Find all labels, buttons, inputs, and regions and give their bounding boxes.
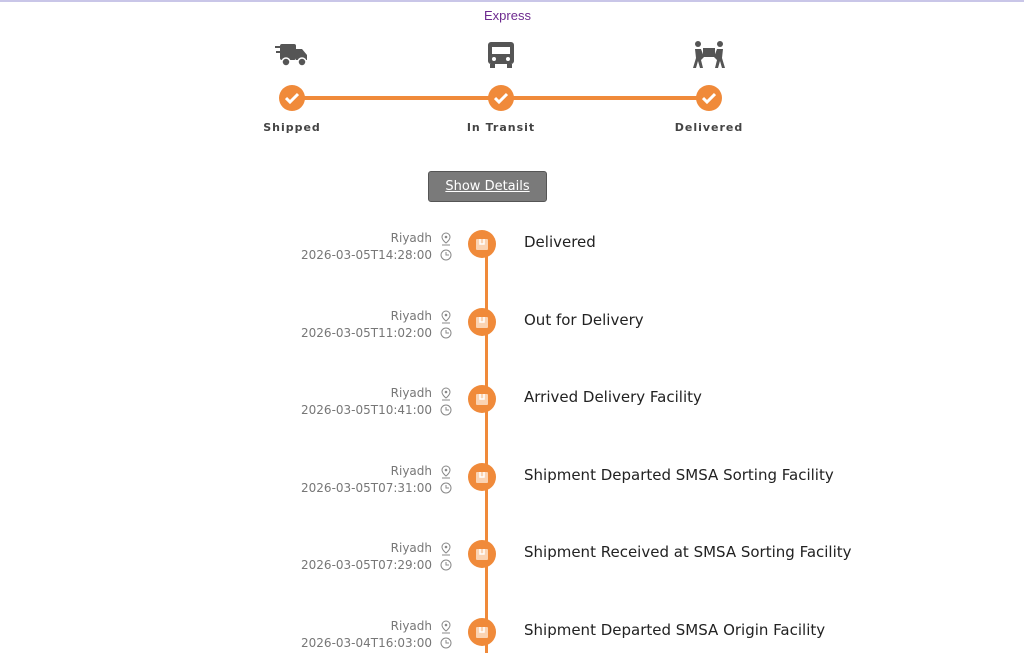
timeline-event: Riyadh 2026-03-04T16:03:00 Shipment Depa…: [0, 617, 1024, 671]
event-location: Riyadh: [390, 463, 432, 478]
package-icon: [468, 385, 496, 413]
show-details-button[interactable]: Show Details: [428, 171, 547, 202]
brand-logo: [426, 0, 548, 6]
clock-icon: [440, 327, 452, 338]
timeline-event: Riyadh 2026-03-05T14:28:00 Delivered: [0, 230, 1024, 283]
step-label-shipped: Shipped: [263, 121, 321, 134]
step-in-transit-check-icon: [488, 85, 514, 111]
package-icon: [468, 462, 496, 491]
event-title: Out for Delivery: [524, 310, 644, 329]
timeline-line: [485, 243, 488, 653]
location-pin-icon: [441, 619, 451, 633]
event-location: Riyadh: [390, 386, 432, 400]
package-icon: [468, 540, 496, 568]
bus-icon: [488, 42, 514, 68]
event-location: Riyadh: [390, 541, 432, 555]
event-title: Shipment Departed SMSA Origin Facility: [524, 620, 826, 639]
event-location: Riyadh: [390, 618, 432, 633]
clock-icon: [440, 249, 452, 261]
timeline-event: Riyadh 2026-03-05T07:31:00 Shipment Depa…: [0, 462, 1024, 516]
timeline-event: Riyadh 2026-03-05T07:29:00 Shipment Rece…: [0, 540, 1024, 593]
location-pin-icon: [441, 464, 451, 478]
event-title: Shipment Received at SMSA Sorting Facili…: [524, 543, 852, 561]
event-title: Shipment Departed SMSA Sorting Facility: [524, 465, 834, 484]
package-icon: [468, 230, 496, 258]
clock-icon: [440, 404, 452, 416]
event-location: Riyadh: [390, 231, 432, 245]
event-location: Riyadh: [390, 308, 432, 323]
people-carry-icon: [693, 41, 725, 68]
logo-express-text: Express: [484, 8, 531, 23]
step-label-in-transit: In Transit: [466, 121, 536, 134]
location-pin-icon: [441, 309, 451, 323]
timeline-event: Riyadh 2026-03-05T11:02:00 Out for Deliv…: [0, 307, 1024, 361]
event-datetime: 2026-03-05T14:28:00: [301, 248, 432, 262]
step-label-delivered: Delivered: [674, 121, 744, 134]
package-icon: [468, 307, 496, 336]
event-title: Delivered: [524, 233, 596, 251]
location-pin-icon: [441, 542, 451, 556]
timeline-event: Riyadh 2026-03-05T10:41:00 Arrived Deliv…: [0, 385, 1024, 438]
event-title: Arrived Delivery Facility: [524, 388, 702, 406]
clock-icon: [440, 559, 452, 571]
event-datetime: 2026-03-05T07:31:00: [301, 480, 432, 495]
location-pin-icon: [441, 232, 451, 246]
event-datetime: 2026-03-05T07:29:00: [301, 558, 432, 572]
location-pin-icon: [441, 387, 451, 401]
package-icon: [468, 617, 496, 646]
event-datetime: 2026-03-05T10:41:00: [301, 403, 432, 417]
clock-icon: [440, 637, 452, 648]
shipping-truck-icon: [275, 44, 307, 67]
event-datetime: 2026-03-04T16:03:00: [301, 635, 432, 650]
event-datetime: 2026-03-05T11:02:00: [301, 325, 432, 340]
clock-icon: [440, 482, 452, 493]
step-delivered-check-icon: [696, 85, 722, 111]
step-shipped-check-icon: [279, 85, 305, 111]
